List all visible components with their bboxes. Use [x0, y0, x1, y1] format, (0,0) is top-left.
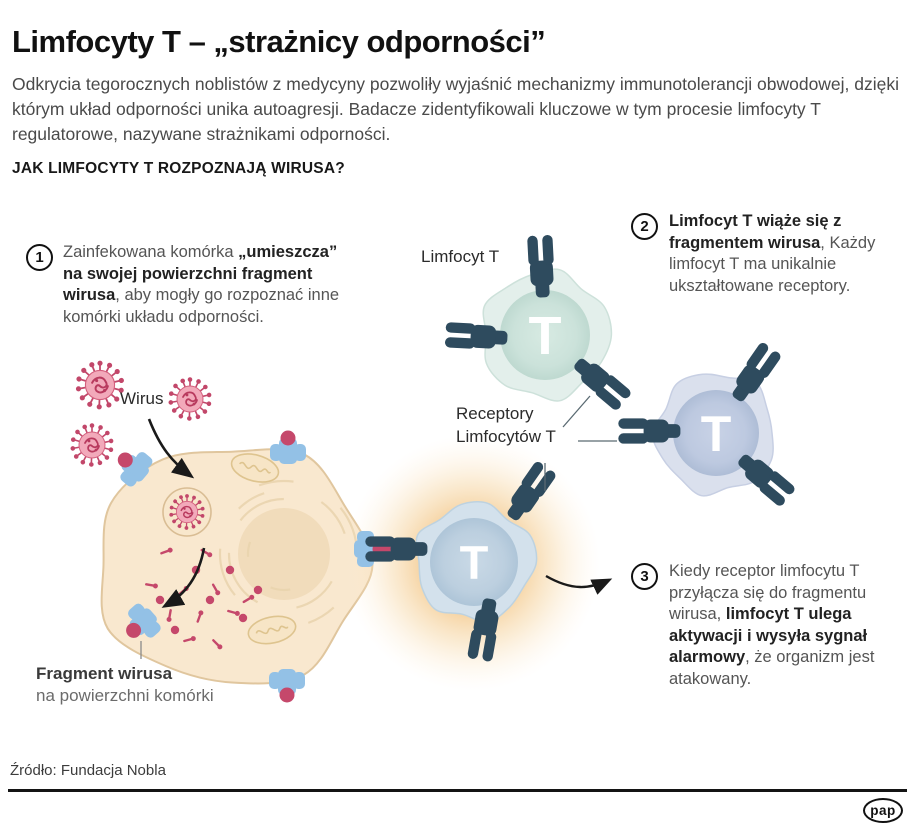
step3-text: Kiedy receptor limfocytu T przyłącza się…: [669, 561, 877, 690]
label-virus: Wirus: [120, 389, 164, 408]
step3-number-badge: 3: [631, 563, 658, 590]
t-cell-teal: T: [444, 234, 633, 412]
section-heading: JAK LIMFOCYTY T ROZPOZNAJĄ WIRUSA?: [12, 160, 345, 177]
t-cell-activated: T: [365, 459, 558, 663]
pointer-lines: [140, 395, 617, 659]
label-fragment-line2: na powierzchni komórki: [36, 686, 214, 705]
label-receptors: Receptory Limfocytów T: [456, 402, 556, 448]
step1-number-badge: 1: [26, 244, 53, 271]
arrow-virus-degradation: [161, 547, 206, 608]
step2-text-regular: , Każdy limfocyt T ma unikalnie ukształt…: [669, 233, 876, 295]
label-receptors-line2: Limfocytów T: [456, 427, 556, 446]
step2-text-bold: Limfocyt T wiąże się z fragmentem wirusa: [669, 212, 842, 252]
mitochondrion-icon: [230, 453, 280, 483]
t-cell-periwinkle: T: [618, 340, 797, 508]
intro-paragraph: Odkrycia tegorocznych noblistów z medycy…: [12, 74, 900, 144]
label-fragment-line1: Fragment wirusa: [36, 664, 173, 683]
step2-number-badge: 2: [631, 213, 658, 240]
step1-text-regular: Zainfekowana komórka: [63, 243, 239, 261]
footer-divider: [8, 789, 907, 792]
step2-text: Limfocyt T wiąże się z fragmentem wirusa…: [669, 211, 877, 297]
step1-text: Zainfekowana komórka „umieszcza” na swoj…: [63, 242, 355, 328]
infected-cell: [100, 448, 374, 685]
virus-icons: [70, 361, 212, 479]
arrow-virus-to-cell: [147, 418, 195, 479]
label-receptors-line1: Receptory: [456, 404, 534, 423]
step3-text-regular: Kiedy receptor limfocytu T przyłącza się…: [669, 562, 867, 623]
arrow-to-step3: [545, 574, 613, 595]
source-credit: Źródło: Fundacja Nobla: [10, 762, 166, 779]
step1-text-bold: „umieszcza” na swojej powierzchni fragme…: [63, 243, 338, 304]
step3-text-bold: limfocyt T ulega aktywacji i wysyła sygn…: [669, 605, 868, 666]
t-cell-letter: T: [701, 406, 732, 462]
t-cell-letter: T: [529, 306, 562, 366]
t-cell-letter: T: [460, 536, 489, 589]
cell-nucleus: [209, 479, 359, 629]
label-lymphocyte: Limfocyt T: [421, 247, 500, 266]
step3-text-regular: , że organizm jest atakowany.: [669, 648, 875, 688]
step1-text-regular: , aby mogły go rozpoznać inne komórki uk…: [63, 286, 340, 326]
mitochondrion-icon: [247, 615, 297, 645]
page-title: Limfocyty T – „strażnicy odporności”: [12, 24, 546, 59]
virus-in-vesicle-icon: [162, 487, 212, 537]
label-fragment: Fragment wirusa na powierzchni komórki: [36, 663, 214, 707]
pap-logo: pap: [863, 798, 903, 823]
